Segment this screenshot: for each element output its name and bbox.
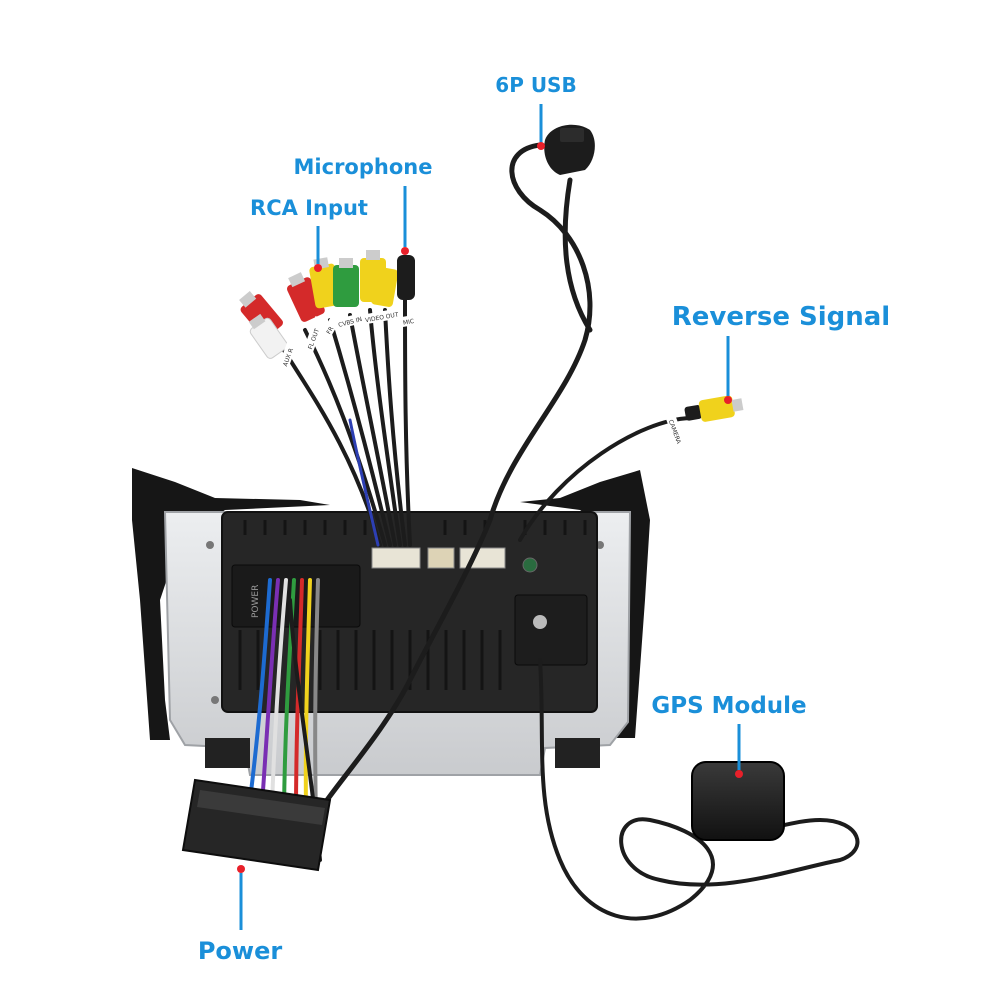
- bracket-right: [555, 738, 600, 768]
- harness-plug-white: [371, 547, 421, 569]
- cables: [273, 142, 860, 921]
- usb-connector: [544, 124, 595, 175]
- rca-cable: [328, 318, 392, 547]
- gps-port-panel: [514, 594, 588, 666]
- label-gps-module: GPS Module: [651, 693, 806, 719]
- gps-port: [533, 615, 547, 629]
- screw: [206, 541, 214, 549]
- callout-dot-rca: [314, 264, 322, 272]
- antenna-port: [522, 557, 538, 573]
- callout-dot-gps: [735, 770, 743, 778]
- harness-plug-beige: [427, 547, 455, 569]
- mic-cable: [403, 298, 412, 547]
- screw: [211, 696, 219, 704]
- rca-cable: [348, 313, 397, 547]
- reverse-rca-plug: [684, 395, 744, 422]
- power-port: [231, 564, 361, 628]
- mic-plug: [397, 255, 415, 300]
- usb-cable-loop: [562, 177, 593, 333]
- rca-plug-green: [333, 258, 359, 307]
- cable-tags: AUX R FL OUT FR CVBS IN VIDEO OUT MIC CA…: [251, 308, 687, 618]
- bracket-left: [205, 738, 250, 768]
- callouts: 6P USB Microphone RCA Input Reverse Sign…: [198, 73, 890, 965]
- callout-dot-reverse: [724, 396, 732, 404]
- rca-cable: [383, 308, 407, 547]
- label-power: Power: [198, 937, 283, 965]
- gps-cable: [538, 658, 860, 921]
- cable-tag: FR: [325, 326, 335, 336]
- callout-dot-usb: [537, 142, 545, 150]
- power-harness: [248, 578, 322, 862]
- label-usb: 6P USB: [495, 73, 576, 97]
- cable-tag: POWER: [251, 585, 261, 618]
- head-unit: [132, 468, 650, 776]
- usb-cable: [317, 142, 593, 813]
- label-rca-input: RCA Input: [250, 196, 368, 220]
- rca-cable: [368, 308, 402, 547]
- label-microphone: Microphone: [294, 155, 433, 179]
- callout-dot-microphone: [401, 247, 409, 255]
- cable-tag: MIC: [403, 318, 415, 327]
- power-connector: [181, 778, 332, 872]
- blue-wire: [348, 418, 380, 547]
- rca-plug-yellow-3: [371, 266, 399, 307]
- callout-dot-power: [237, 865, 245, 873]
- rca-plug-white: [248, 313, 288, 359]
- rca-plugs: [239, 250, 415, 359]
- rca-plug-red-2: [286, 272, 325, 322]
- label-reverse-signal: Reverse Signal: [672, 302, 890, 332]
- rca-cable: [303, 328, 387, 547]
